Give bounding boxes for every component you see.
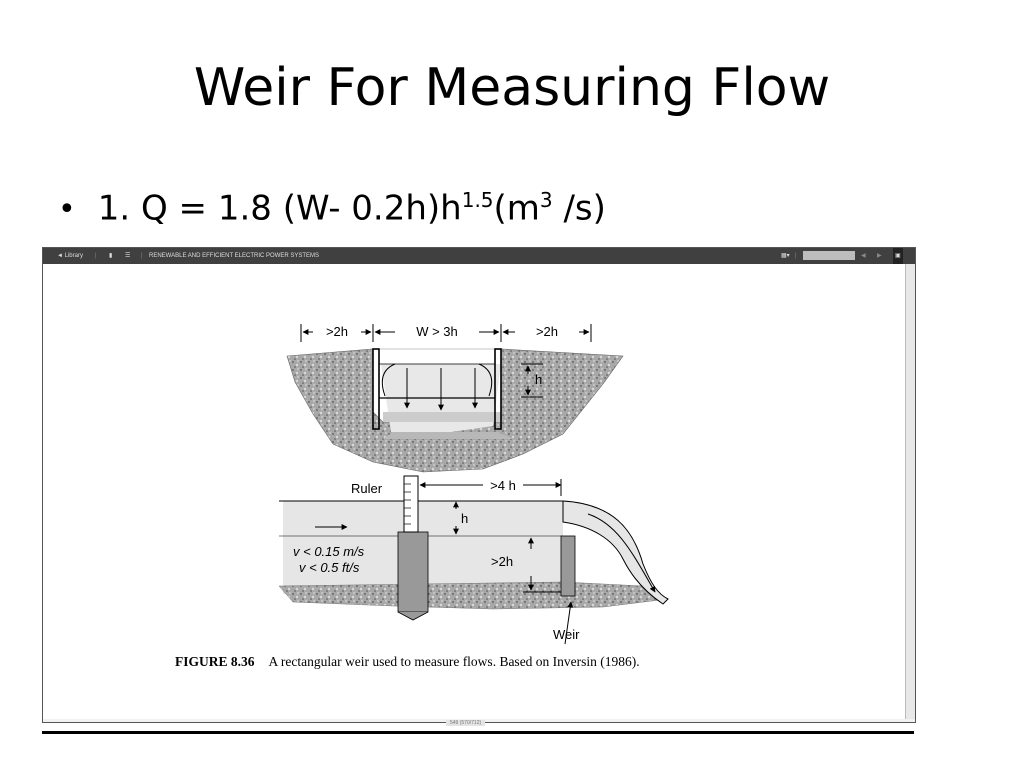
viewer-toolbar: ◄ Library | ▮ ☰ | RENEWABLE AND EFFICIEN…: [43, 248, 915, 264]
figure-number: FIGURE 8.36: [175, 654, 255, 669]
unit-exponent: 3: [539, 188, 553, 212]
formula-suffix: /s): [552, 188, 606, 229]
fullscreen-icon[interactable]: ▣: [893, 248, 903, 264]
weir-label: Weir: [553, 627, 580, 642]
velocity-metric-label: v < 0.15 m/s: [293, 544, 365, 559]
formula-bullet: • 1. Q = 1.8 (W- 0.2h)h1.5(m3 /s): [58, 188, 606, 228]
bottom-dimension-lines: [315, 479, 574, 645]
page-search-input[interactable]: [803, 251, 855, 260]
book-title: RENEWABLE AND EFFICIENT ELECTRIC POWER S…: [149, 253, 320, 259]
caption-text: A rectangular weir used to measure flows…: [268, 654, 640, 669]
left-clearance-label: >2h: [326, 324, 348, 339]
formula-exponent: 1.5: [461, 188, 494, 212]
crest-height-label: >2h: [491, 554, 513, 569]
figure-caption: FIGURE 8.36 A rectangular weir used to me…: [175, 654, 640, 670]
page-indicator: 549 (570/712): [446, 720, 486, 726]
library-back-button[interactable]: ◄ Library: [57, 253, 83, 259]
bookmark-icon[interactable]: ▮: [109, 253, 113, 259]
upstream-distance-label: >4 h: [490, 478, 516, 493]
bottom-head-label: h: [461, 511, 468, 526]
toolbar-divider-3: |: [795, 253, 797, 259]
slide-bottom-rule: [42, 731, 914, 734]
next-page-icon[interactable]: ▶: [877, 253, 882, 259]
weir-width-label: W > 3h: [416, 324, 458, 339]
right-clearance-label: >2h: [536, 324, 558, 339]
view-menu-icon[interactable]: ▦▾: [781, 253, 790, 259]
ruler-label: Ruler: [351, 481, 383, 496]
toolbar-divider: |: [95, 253, 97, 259]
ebook-viewer: ◄ Library | ▮ ☰ | RENEWABLE AND EFFICIEN…: [42, 247, 916, 723]
weir-figure: >2h W > 3h >2h h: [278, 324, 669, 645]
slide-title: Weir For Measuring Flow: [193, 58, 831, 118]
top-head-label: h: [535, 372, 542, 387]
toolbar-divider-2: |: [141, 253, 143, 259]
toc-icon[interactable]: ☰: [125, 253, 131, 259]
viewer-scrollbar[interactable]: [905, 264, 915, 720]
weir-longitudinal-section: [278, 475, 669, 621]
velocity-imperial-label: v < 0.5 ft/s: [299, 560, 360, 575]
prev-page-icon[interactable]: ◀: [861, 253, 866, 259]
weir-cross-section: [286, 348, 624, 473]
formula-prefix: 1. Q = 1.8 (W- 0.2h)h: [97, 188, 462, 229]
bullet-marker: •: [58, 192, 76, 228]
formula-unit: (m: [493, 188, 540, 229]
top-dimension-lines: [300, 324, 592, 398]
